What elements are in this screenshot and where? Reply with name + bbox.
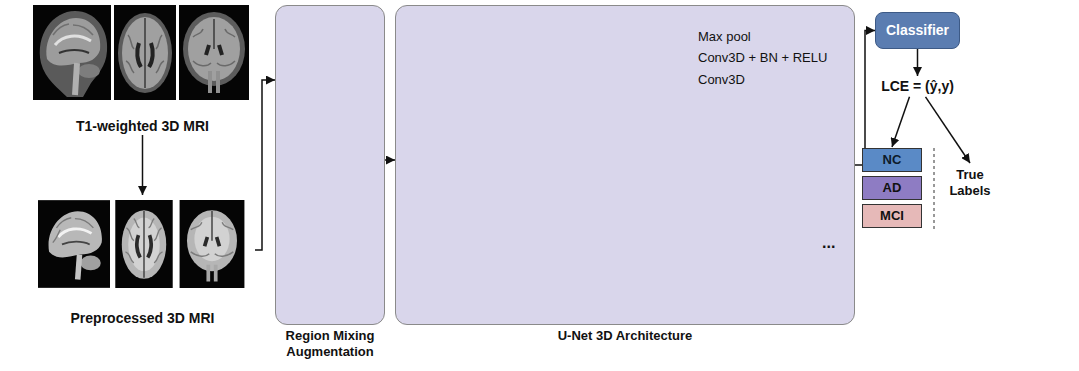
legend-text: Max pool	[698, 29, 751, 45]
node-label: LCE = (ŷ,y)	[867, 78, 968, 95]
legend-text: Conv3D + BN + RELU	[698, 50, 827, 66]
preprocessed-mri-views	[115, 200, 172, 288]
flow-arrow	[855, 30, 875, 165]
divider-line	[934, 148, 935, 230]
legend-row: Conv3D	[698, 72, 745, 88]
flow-arrow	[926, 97, 971, 163]
image-group: Preprocessed 3D MRI	[30, 195, 255, 327]
true-labels-text: True Labels	[942, 164, 998, 201]
preprocessed-mri-views	[180, 200, 245, 288]
preprocessed-mri-views	[38, 200, 244, 288]
class-label-box: AD	[862, 176, 922, 200]
legend-row: Max pool	[698, 29, 751, 45]
class-label-box: NC	[862, 148, 922, 172]
figure-caption: T1-weighted 3D MRI	[76, 118, 209, 135]
class-label-box: MCI	[862, 204, 922, 228]
node-label: True Labels	[942, 167, 998, 198]
node-label: AD	[883, 180, 902, 196]
node-label: Classifier	[886, 22, 949, 39]
augmentation-panel: Region Mixing Augmentation	[275, 5, 385, 325]
flow-arrow	[142, 135, 144, 195]
figure-caption: Preprocessed 3D MRI	[71, 310, 215, 327]
panel-heading: Region Mixing Augmentation	[276, 328, 384, 359]
raw-mri-views	[33, 5, 111, 100]
flow-arrow	[892, 97, 910, 147]
raw-mri-views	[179, 5, 249, 100]
node-label: MCI	[880, 208, 904, 224]
panel-heading: U-Net 3D Architecture	[396, 328, 854, 344]
flow-arrow	[255, 80, 275, 250]
flow-arrow	[917, 49, 919, 76]
preprocessed-mri-views	[38, 200, 110, 288]
flow-arrow	[385, 159, 395, 161]
legend-text: Conv3D	[698, 72, 745, 88]
ellipsis-label: ...	[822, 234, 835, 252]
loss-formula: LCE = (ŷ,y)	[867, 76, 968, 97]
classifier-box: Classifier	[875, 12, 960, 49]
legend-row: Conv3D + BN + RELU	[698, 50, 827, 66]
raw-mri-views	[114, 5, 176, 100]
raw-mri-views	[33, 5, 249, 100]
image-group: T1-weighted 3D MRI	[30, 5, 255, 135]
node-label: NC	[883, 152, 902, 168]
